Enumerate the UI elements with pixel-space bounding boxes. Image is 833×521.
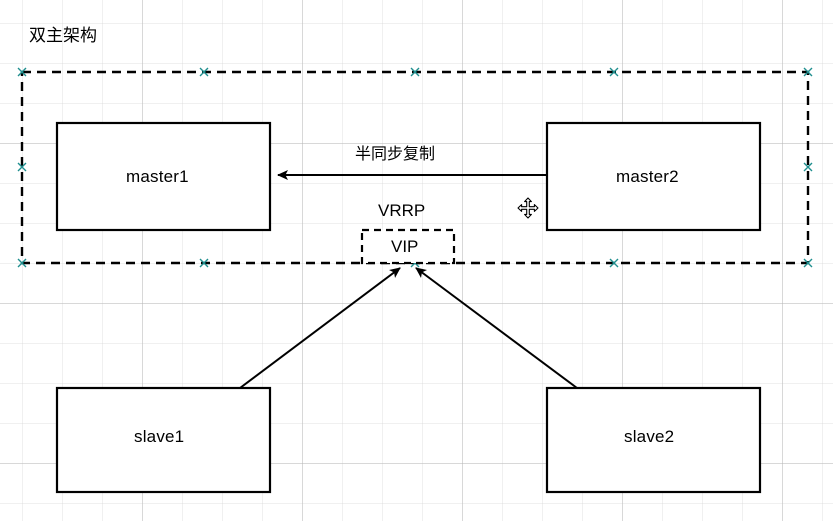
edge-label-semisync-replication: 半同步复制 (355, 146, 436, 163)
move-cursor-icon (517, 197, 539, 219)
node-label-vip: VIP (391, 237, 419, 256)
node-label-slave2: slave2 (624, 427, 675, 446)
label-vrrp: VRRP (378, 201, 426, 220)
edge-slave2-to-vip[interactable] (415, 267, 578, 389)
node-label-master2: master2 (616, 167, 679, 186)
diagram-title: 双主架构 (29, 26, 97, 45)
node-label-slave1: slave1 (134, 427, 185, 446)
edge-slave1-to-vip[interactable] (239, 267, 401, 389)
node-label-master1: master1 (126, 167, 189, 186)
